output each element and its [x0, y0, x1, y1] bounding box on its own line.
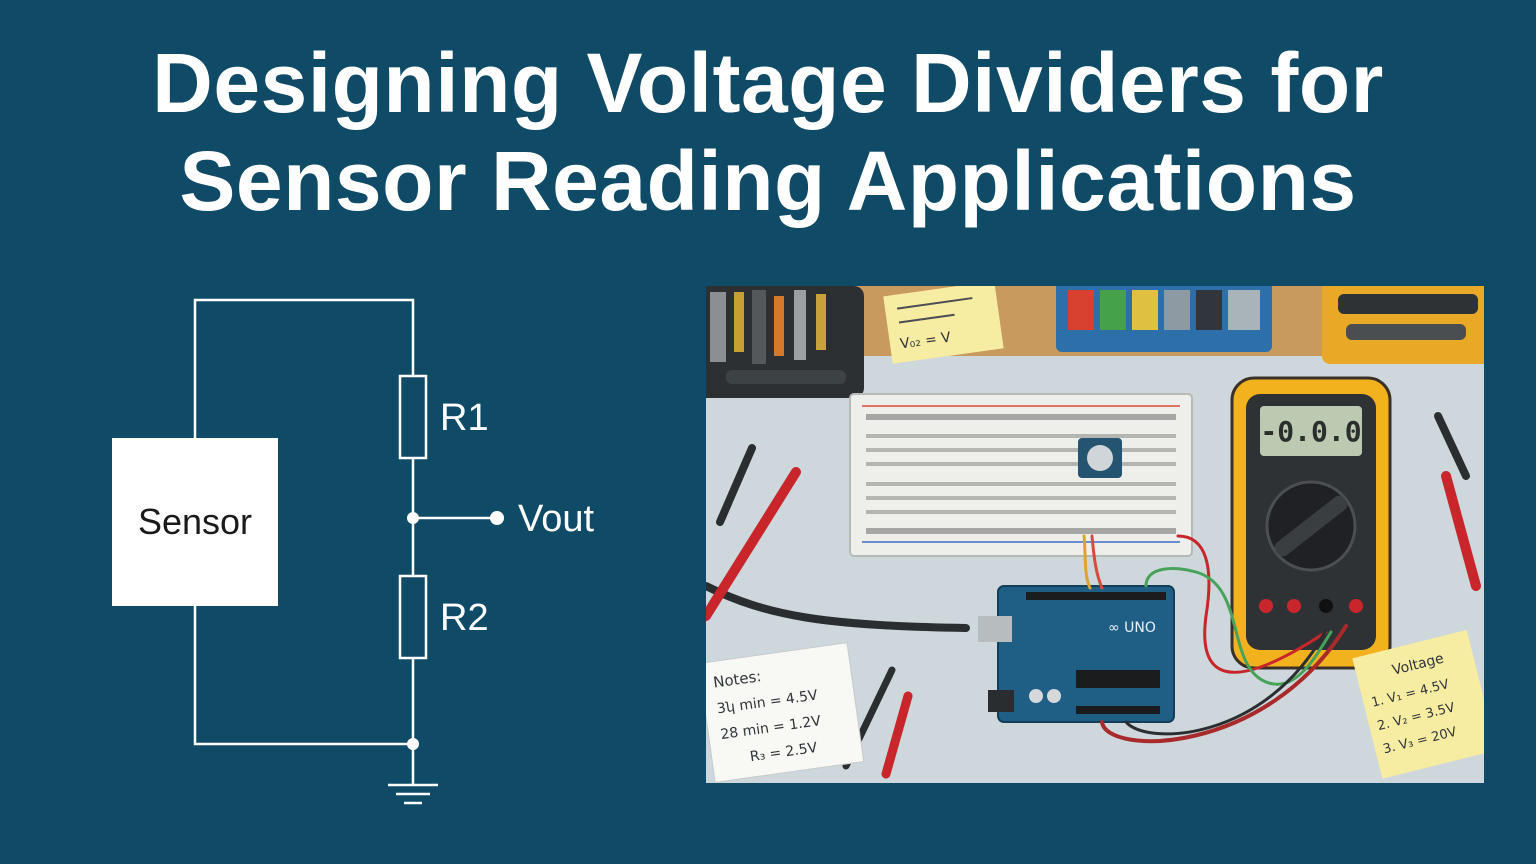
multimeter: -0.0.0	[1230, 376, 1392, 670]
notes-paper-left: Notes: 3ʮ min = 4.5V 28 min = 1.2V R₃ = …	[706, 642, 865, 783]
arduino-label: ∞ UNO	[1108, 620, 1156, 636]
ground-node	[407, 738, 419, 750]
arduino-board: ∞ UNO	[978, 585, 1175, 723]
ground-icon	[388, 783, 438, 805]
cables	[706, 534, 1348, 744]
r2-label: R2	[440, 597, 489, 639]
voltage-divider-schematic: Sensor R1 R2 Vout	[112, 298, 595, 805]
sticky-note-voltage: Voltage 1. V₁ = 4.5V 2. V₂ = 3.5V 3. V₃ …	[1352, 629, 1484, 779]
sensor-label: Sensor	[138, 501, 252, 542]
sensor-block	[112, 438, 278, 606]
r1-label: R1	[440, 397, 489, 439]
yellow-toolbox	[1322, 286, 1484, 364]
vout-terminal	[490, 511, 504, 525]
schematic-wires	[193, 298, 495, 785]
component-box	[1056, 286, 1272, 352]
page-title: Designing Voltage Dividers for Sensor Re…	[0, 34, 1536, 230]
tool-tray	[706, 286, 864, 398]
sticky-top-text: V₀₂ = V	[899, 329, 952, 352]
multimeter-display: -0.0.0	[1260, 415, 1361, 448]
workbench-illustration: V₀₂ = V	[706, 286, 1484, 783]
resistor-r2	[398, 574, 428, 660]
resistor-r1	[398, 374, 428, 460]
junction-node	[407, 512, 419, 524]
sticky-note-top: V₀₂ = V	[883, 286, 1004, 364]
title-line-2: Sensor Reading Applications	[179, 134, 1357, 228]
breadboard	[849, 393, 1193, 557]
vout-label: Vout	[518, 498, 595, 540]
title-line-1: Designing Voltage Dividers for	[152, 36, 1384, 130]
test-probes	[706, 412, 1481, 779]
